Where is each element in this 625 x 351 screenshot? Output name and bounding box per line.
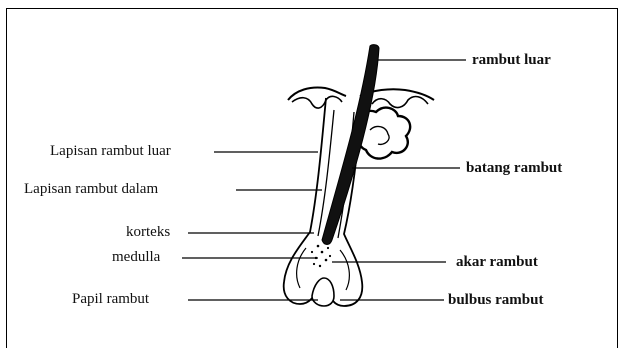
sebaceous-gland-inner <box>370 127 389 145</box>
label-lapisan-rambut-dalam: Lapisan rambut dalam <box>24 180 158 198</box>
label-lapisan-rambut-luar: Lapisan rambut luar <box>50 142 171 160</box>
skin-surface-right-inner <box>372 97 428 108</box>
follicle-outer-wall-left <box>284 98 326 304</box>
label-medulla: medulla <box>112 248 160 266</box>
label-bulbus-rambut: bulbus rambut <box>448 291 543 309</box>
label-batang-rambut: batang rambut <box>466 159 562 177</box>
label-papil-rambut: Papil rambut <box>72 290 149 308</box>
label-korteks: korteks <box>126 223 170 241</box>
skin-surface-left-inner <box>292 96 342 108</box>
label-rambut-luar: rambut luar <box>472 51 551 69</box>
label-akar-rambut: akar rambut <box>456 253 538 271</box>
dermal-papilla <box>312 278 334 306</box>
